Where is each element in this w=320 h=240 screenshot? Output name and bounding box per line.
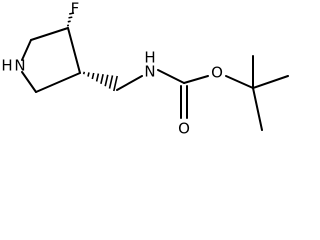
- hashed-bond-c-ch2: [82, 71, 118, 92]
- atom-label-ring-nitrogen: N: [14, 57, 25, 75]
- atom-label-carbonyl-oxygen: O: [178, 120, 190, 138]
- bond-ring-c4-n: [21, 71, 37, 93]
- atom-label-amide-nitrogen-h: H: [144, 49, 155, 67]
- bond-tbu-methyl-right: [252, 75, 289, 89]
- bond-ester-o-quaternary-c: [225, 75, 254, 89]
- bond-tbu-methyl-down: [252, 87, 263, 131]
- bond-ch2-nh: [116, 75, 143, 91]
- bond-ring-c2-c3: [67, 27, 81, 74]
- atom-label-ester-oxygen: O: [211, 64, 223, 82]
- bond-carbonyl-ester-o: [183, 75, 209, 84]
- molecule-structure: F H N H N O O: [1, 0, 289, 138]
- hashed-bond-c-f: [66, 12, 75, 27]
- bond-ring-c3-c4: [35, 72, 81, 93]
- atom-label-fluorine: F: [71, 0, 80, 18]
- bond-ring-c1-c2: [30, 27, 69, 41]
- bond-ring-n-c1: [21, 39, 32, 61]
- atom-label-amide-nitrogen: N: [144, 63, 155, 81]
- atom-label-ring-nitrogen-h: H: [1, 57, 12, 75]
- bond-nh-carbonyl: [157, 69, 185, 84]
